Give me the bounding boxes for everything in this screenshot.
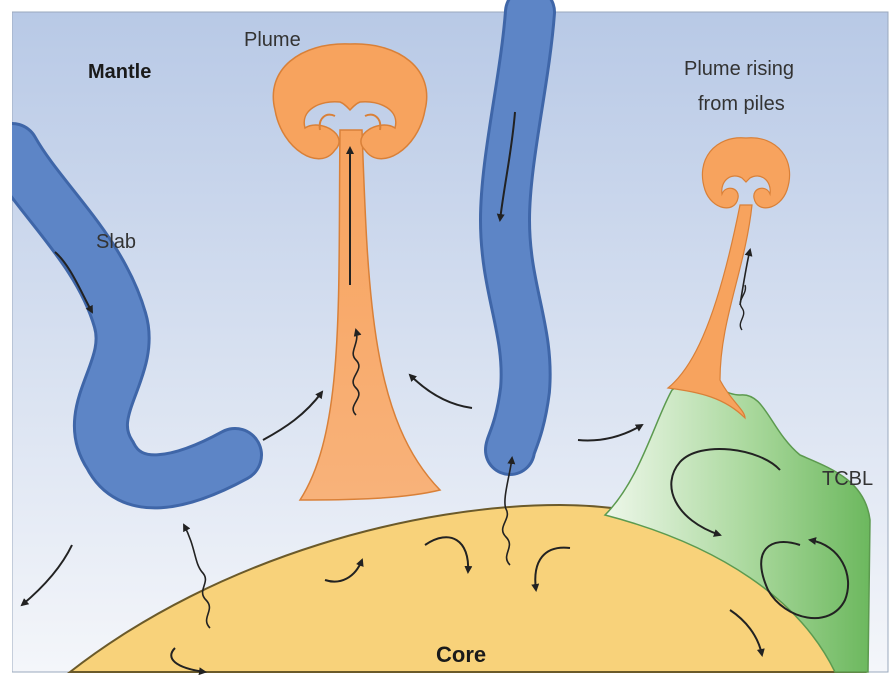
label-mantle: Mantle [88, 61, 151, 83]
label-core: Core [436, 642, 486, 667]
label-tcbl: TCBL [822, 468, 873, 490]
middle-slab-fill [505, 12, 530, 450]
label-slab: Slab [96, 231, 136, 253]
label-plume: Plume [244, 29, 301, 51]
label-plume-rising-line2: from piles [698, 93, 785, 115]
label-plume-rising-line1: Plume rising [684, 58, 794, 80]
